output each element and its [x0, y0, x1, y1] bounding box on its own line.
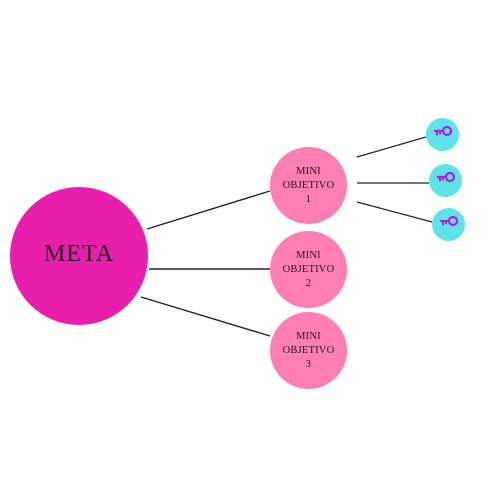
meta-label: META — [43, 240, 115, 267]
mini-objetivo-label-1: MINI OBJETIVO 1 — [283, 165, 335, 207]
mini-objetivo-node-3: MINI OBJETIVO 3 — [270, 312, 347, 389]
mini-objetivo-2-line-3: 2 — [305, 277, 312, 289]
mini-objetivo-label-3: MINI OBJETIVO 3 — [283, 330, 335, 372]
connector-meta-to-mini-3 — [140, 296, 271, 337]
key-node-1 — [426, 118, 459, 151]
mini-objetivo-2-line-1: MINI — [296, 249, 321, 261]
mini-objetivo-3-line-3: 3 — [305, 358, 312, 370]
meta-node: META — [10, 187, 148, 325]
mini-objetivo-1-line-1: MINI — [296, 165, 321, 177]
mini-objetivo-1-line-3: 1 — [305, 193, 312, 205]
connector-mini-1-to-key-1 — [356, 136, 427, 158]
mini-objetivo-label-2: MINI OBJETIVO 2 — [283, 249, 335, 291]
key-node-3 — [432, 208, 465, 241]
key-node-2 — [429, 164, 462, 197]
key-icon — [436, 171, 455, 182]
mini-objetivo-3-line-1: MINI — [296, 330, 321, 342]
mini-objetivo-1-line-2: OBJETIVO — [282, 179, 335, 191]
connector-meta-to-mini-1 — [146, 190, 271, 230]
key-icon — [439, 215, 458, 226]
mini-objetivo-2-line-2: OBJETIVO — [282, 263, 335, 275]
mini-objetivo-3-line-2: OBJETIVO — [282, 344, 335, 356]
connector-mini-1-to-key-3 — [356, 201, 433, 223]
mini-objetivo-node-2: MINI OBJETIVO 2 — [270, 231, 347, 308]
key-icon — [433, 125, 452, 136]
mini-objetivo-node-1: MINI OBJETIVO 1 — [270, 147, 347, 224]
